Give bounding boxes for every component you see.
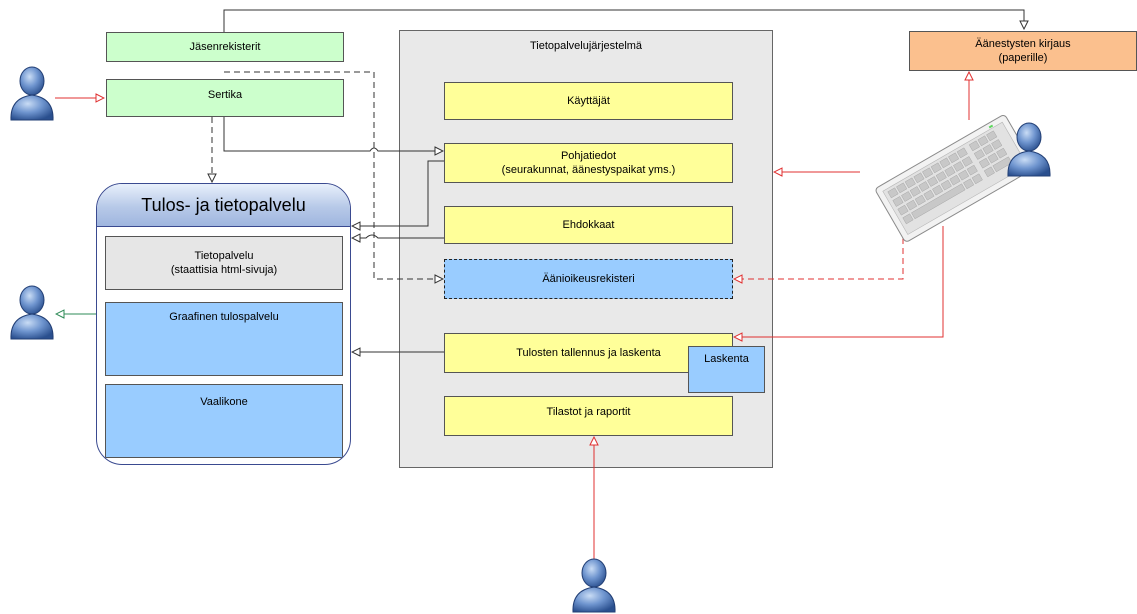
aanestysten-kirjaus-subtitle: (paperille) [998, 52, 1048, 64]
tulos-ja-tietopalvelu-frame: Tulos- ja tietopalvelu Tietopalvelu (sta… [96, 183, 351, 465]
pohjatiedot-title: Pohjatiedot [560, 150, 617, 162]
connector-jasen-to-aanestys [223, 9, 1024, 32]
ehdokkaat-label: Ehdokkaat [562, 219, 615, 231]
graafinen-tulospalvelu-box: Graafinen tulospalvelu [105, 302, 343, 376]
tietopalvelu-title: Tietopalvelu [194, 250, 254, 262]
graafinen-tulospalvelu-label: Graafinen tulospalvelu [169, 311, 279, 323]
aanioikeusrekisteri-box: Äänioikeusrekisteri [444, 259, 733, 299]
user-icon [1007, 122, 1051, 177]
kayttajat-box: Käyttäjät [444, 82, 733, 120]
jasenrekisterit-label: Jäsenrekisterit [189, 41, 261, 53]
tilastot-box: Tilastot ja raportit [444, 396, 733, 436]
system-title: Tietopalvelujärjestelmä [529, 40, 643, 52]
sertika-box: Sertika [106, 79, 344, 117]
pohjatiedot-subtitle: (seurakunnat, äänestyspaikat yms.) [501, 164, 676, 176]
connector-pohjatiedot-to-tulos [352, 160, 444, 226]
user-icon [10, 66, 54, 121]
ehdokkaat-box: Ehdokkaat [444, 206, 733, 244]
tulos-ja-tietopalvelu-header: Tulos- ja tietopalvelu [97, 184, 350, 227]
aanioikeusrekisteri-label: Äänioikeusrekisteri [542, 273, 635, 285]
vaalikone-label: Vaalikone [200, 396, 248, 408]
tietopalvelu-subtitle: (staattisia html-sivuja) [170, 264, 278, 276]
aanestysten-kirjaus-box: Äänestysten kirjaus (paperille) [909, 31, 1137, 71]
connector-keyboard-to-aanioikeus [734, 238, 904, 279]
kayttajat-label: Käyttäjät [567, 95, 610, 107]
user-icon [572, 558, 616, 613]
connector-sertika-to-pohjatiedot [223, 117, 443, 151]
user-icon [10, 285, 54, 340]
laskenta-label: Laskenta [704, 353, 749, 365]
connector-sertika-to-aanioikeus [224, 71, 443, 279]
pohjatiedot-box: Pohjatiedot (seurakunnat, äänestyspaikat… [444, 143, 733, 183]
keyboard-icon [875, 114, 1035, 242]
tulosten-tallennus-box: Tulosten tallennus ja laskenta [444, 333, 733, 373]
vaalikone-box: Vaalikone [105, 384, 343, 458]
connector-keyboard-to-tulosten [734, 226, 944, 337]
laskenta-box: Laskenta [688, 346, 765, 393]
sertika-label: Sertika [207, 89, 243, 101]
aanestysten-kirjaus-title: Äänestysten kirjaus [975, 38, 1071, 50]
tilastot-label: Tilastot ja raportit [546, 406, 631, 418]
jasenrekisterit-box: Jäsenrekisterit [106, 32, 344, 62]
tietopalvelu-box: Tietopalvelu (staattisia html-sivuja) [105, 236, 343, 290]
connector-ehdokkaat-to-tulos [352, 235, 444, 238]
tulosten-tallennus-label: Tulosten tallennus ja laskenta [516, 347, 661, 359]
